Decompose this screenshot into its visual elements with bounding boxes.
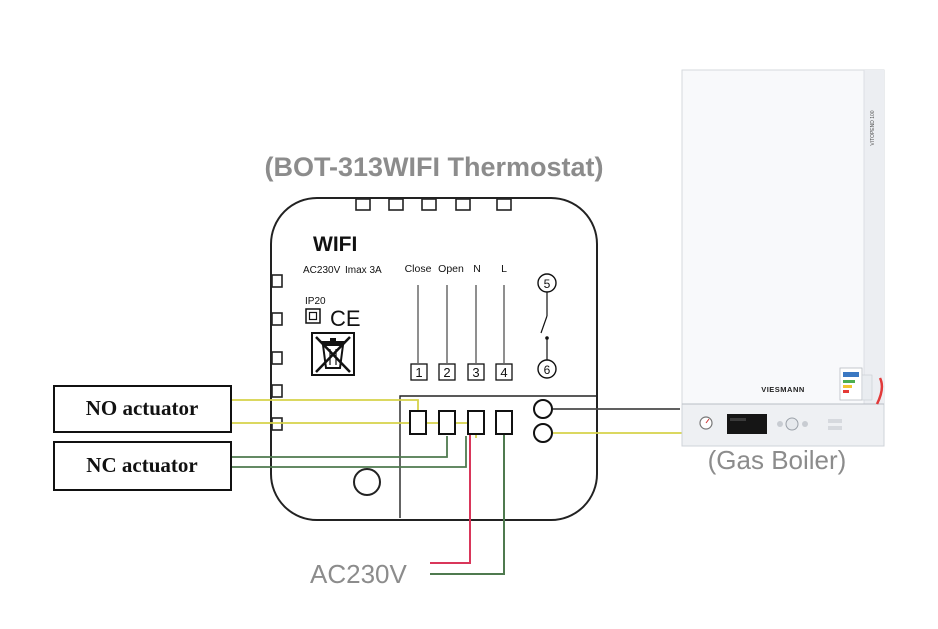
wire-nc-green-1 — [231, 436, 448, 458]
rating-voltage: AC230V — [303, 265, 341, 276]
terminal-label-close: Close — [405, 263, 432, 275]
terminal-guide-lines — [417, 285, 505, 363]
boiler-caption: (Gas Boiler) — [708, 445, 847, 475]
boiler-brand: VIESMANN — [761, 385, 805, 394]
screw-terminals — [409, 399, 553, 443]
svg-text:4: 4 — [500, 365, 507, 380]
weee-bin-icon — [311, 332, 355, 376]
dry-contact-switch: 5 6 — [537, 273, 557, 379]
terminal-label-l: L — [501, 263, 507, 275]
screw-terminal-6 — [533, 423, 553, 443]
thermostat-title: (BOT-313WIFI Thermostat) — [264, 152, 603, 182]
svg-text:2: 2 — [443, 365, 450, 380]
ce-mark: CE — [330, 306, 361, 331]
screw-terminal-1 — [409, 410, 427, 435]
wire-no-yellow — [231, 399, 419, 412]
rating-current: Imax 3A — [345, 265, 382, 276]
nc-actuator-label: NC actuator — [86, 453, 197, 477]
boiler-side-text: VITOPEND 100 — [870, 110, 876, 145]
contact-number-6: 6 — [544, 363, 551, 377]
screw-hole — [353, 468, 381, 496]
boiler-button — [777, 421, 783, 427]
screw-terminal-2 — [438, 410, 456, 435]
screw-terminal-4 — [495, 410, 513, 435]
contact-number-5: 5 — [544, 277, 551, 291]
terminal-number-4: 4 — [495, 363, 513, 381]
svg-text:3: 3 — [472, 365, 479, 380]
wire-nc-green-2 — [231, 436, 467, 468]
gas-boiler: VIESMANN VITOPEND 100 — [681, 69, 885, 447]
power-label: AC230V — [310, 559, 407, 589]
terminal-number-3: 3 — [467, 363, 485, 381]
wire-power-green — [430, 435, 505, 575]
terminal-number-1: 1 — [410, 363, 428, 381]
nc-actuator-box: NC actuator — [53, 441, 232, 491]
screw-terminal-5 — [533, 399, 553, 419]
wire-power-red — [430, 435, 471, 564]
svg-text:1: 1 — [415, 365, 422, 380]
energy-label-sticker — [839, 367, 873, 401]
boiler-display — [727, 414, 767, 434]
thermostat-back-plate — [270, 197, 598, 521]
terminal-label-open: Open — [438, 263, 464, 275]
no-actuator-box: NO actuator — [53, 385, 232, 433]
boiler-knob — [785, 417, 799, 431]
screw-terminal-3 — [467, 410, 485, 435]
double-insulation-icon — [305, 308, 321, 324]
terminal-label-n: N — [473, 263, 481, 275]
terminal-number-2: 2 — [438, 363, 456, 381]
boiler-button — [802, 421, 808, 427]
ip-rating: IP20 — [305, 296, 326, 307]
no-actuator-label: NO actuator — [86, 396, 199, 420]
wifi-label: WIFI — [313, 233, 357, 256]
